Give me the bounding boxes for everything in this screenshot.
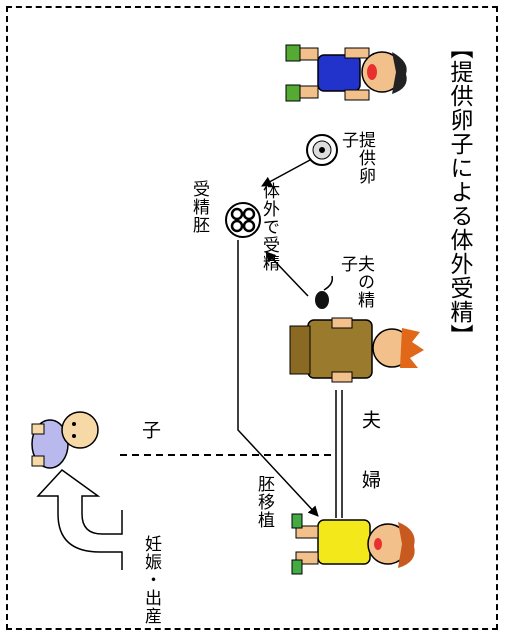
donor-woman-figure — [285, 44, 407, 102]
arrow-sperm-to-embryo — [265, 251, 309, 297]
label-child: 子 — [139, 420, 161, 440]
diagram-title: 【提供卵子による体外受精】 — [446, 36, 472, 348]
label-embryo-transfer: 胚移植 — [254, 475, 274, 529]
arrow-embryo-to-wife — [237, 240, 319, 517]
baby-figure — [31, 411, 99, 469]
label-wife: 婦 — [359, 470, 381, 490]
label-embryo: 受精胚 — [189, 180, 209, 234]
pregnancy-arrow — [36, 469, 123, 570]
arrow-egg-to-embryo — [261, 159, 311, 187]
label-donor-egg: 提供卵子 — [338, 131, 375, 185]
embryo-icon — [225, 202, 261, 238]
sperm-icon — [315, 275, 334, 309]
donor-egg-icon — [306, 134, 338, 166]
label-husband-sperm: 夫の精子 — [337, 255, 374, 309]
dashed-border — [6, 6, 498, 630]
label-pregnancy-birth: 妊娠・出産 — [141, 535, 161, 625]
marriage-line — [335, 390, 343, 518]
label-ivf: 体外で受精 — [259, 182, 279, 272]
wife-figure — [291, 513, 415, 575]
husband-figure — [289, 317, 424, 383]
label-husband: 夫 — [359, 410, 381, 430]
